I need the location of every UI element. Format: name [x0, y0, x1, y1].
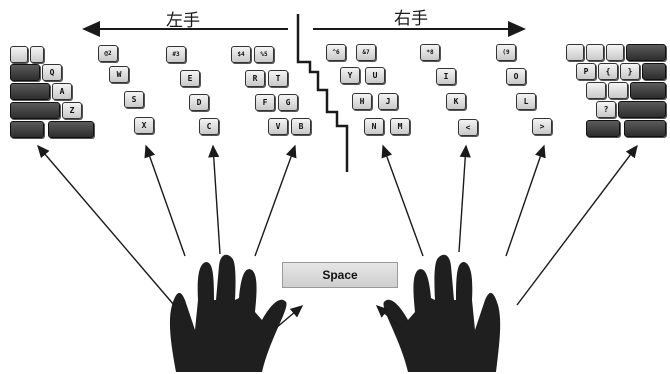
key-k: K [446, 93, 466, 110]
key-z: Z [62, 102, 82, 119]
key-m: M [390, 118, 410, 135]
key-y: Y [340, 67, 360, 84]
key-q: Q [42, 64, 62, 81]
arrow-left-pinky [37, 144, 175, 306]
key-s: S [124, 91, 144, 108]
key-far-right-1 [566, 44, 584, 61]
arrow-left-middle [208, 144, 221, 255]
key-l: L [516, 93, 536, 110]
key-far-left-2 [30, 46, 44, 63]
key-5: %5 [254, 46, 274, 63]
left-hand-icon [169, 254, 287, 372]
key-ctrl-left [10, 121, 44, 138]
key-p: P [576, 63, 596, 80]
key-ctrl-right [624, 120, 666, 137]
key-t: T [268, 70, 288, 87]
key-far-right-3 [606, 44, 624, 61]
key-enter [630, 82, 666, 99]
key-semicolon [586, 82, 606, 99]
key-caps [10, 83, 50, 100]
right-hand-icon [383, 254, 501, 372]
arrow-right-thumb [375, 305, 402, 329]
key-4: $4 [231, 46, 251, 63]
arrow-right-middle [458, 144, 471, 253]
key-period: > [532, 118, 552, 135]
key-a: A [52, 83, 72, 100]
key-quote [608, 82, 628, 99]
key-x: X [134, 117, 154, 134]
key-6: ^6 [326, 44, 346, 61]
key-slash: ? [596, 101, 616, 118]
arrow-left-thumb [275, 305, 304, 329]
right-hand-label: 右手 [394, 9, 428, 29]
key-3: #3 [166, 46, 186, 63]
key-n: N [364, 118, 384, 135]
key-shift-left [10, 102, 60, 119]
key-9: (9 [496, 44, 516, 61]
key-w: W [109, 66, 129, 83]
arrow-left-index [254, 144, 297, 257]
key-j: J [378, 93, 398, 110]
key-e: E [180, 70, 200, 87]
key-far-left-1 [10, 46, 28, 63]
key-h: H [352, 93, 372, 110]
arrow-right-ring [505, 144, 546, 257]
space-key: Space [282, 262, 398, 288]
arrow-right-pinky [516, 144, 638, 306]
key-o: O [506, 68, 526, 85]
key-backslash [642, 63, 666, 80]
key-2: @2 [98, 45, 118, 62]
key-far-right-2 [586, 44, 604, 61]
key-b: B [291, 118, 311, 135]
key-8: *8 [420, 44, 440, 61]
key-alt-right [586, 120, 620, 137]
key-f: F [255, 94, 275, 111]
key-comma: < [458, 119, 478, 136]
key-tab [10, 64, 40, 81]
hand-divider-line [296, 14, 349, 172]
key-c: C [199, 118, 219, 135]
key-u: U [365, 67, 385, 84]
left-hand-label: 左手 [166, 11, 200, 31]
key-d: D [189, 94, 209, 111]
arrow-right-index [381, 144, 424, 257]
key-alt-left [48, 121, 94, 138]
key-shift-right [618, 101, 666, 118]
key-r: R [245, 70, 265, 87]
key-right-bracket: } [620, 63, 640, 80]
key-backspace [626, 44, 666, 61]
key-i: I [436, 68, 456, 85]
key-left-bracket: { [598, 63, 618, 80]
key-g: G [278, 94, 298, 111]
key-v: V [268, 118, 288, 135]
arrow-left-ring [144, 144, 186, 257]
key-7: &7 [356, 44, 376, 61]
